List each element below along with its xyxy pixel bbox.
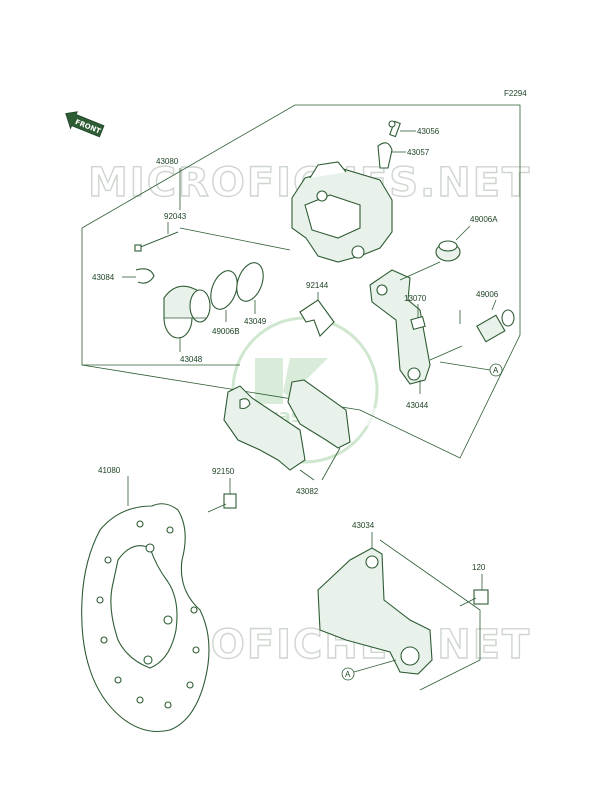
pin-clip <box>122 268 155 284</box>
part-label-120: 120 <box>472 563 486 572</box>
caliper-mount-bracket <box>317 532 481 691</box>
piston-seal <box>236 262 264 314</box>
bracket-bolt <box>459 574 489 607</box>
reference-marker-lower-label: A <box>345 670 351 679</box>
part-label-13070: 13070 <box>404 294 427 303</box>
reference-marker-upper-label: A <box>493 366 499 375</box>
brake-piston <box>163 285 211 352</box>
brake-disc <box>81 476 210 733</box>
bleeder-cap <box>377 142 406 169</box>
pad-spring <box>299 292 335 337</box>
part-labels: 43056 43057 43080 92043 43084 49006A 921… <box>92 127 499 572</box>
part-label-43044: 43044 <box>406 401 429 410</box>
part-label-43057: 43057 <box>407 148 430 157</box>
part-label-92144: 92144 <box>306 281 329 290</box>
part-label-49006: 49006 <box>476 290 499 299</box>
bracket-boot <box>410 304 426 331</box>
slide-pin-boot-upper <box>435 225 471 262</box>
part-label-43049: 43049 <box>244 317 267 326</box>
part-label-43082: 43082 <box>296 487 319 496</box>
part-label-43080: 43080 <box>156 157 179 166</box>
part-label-49006A: 49006A <box>470 215 498 224</box>
part-label-43048: 43048 <box>180 355 203 364</box>
part-label-41080: 41080 <box>98 466 121 475</box>
part-label-49006B: 49006B <box>212 327 240 336</box>
part-label-43056: 43056 <box>417 127 440 136</box>
disc-bolt <box>207 478 237 513</box>
part-label-92150: 92150 <box>212 467 235 476</box>
slide-pin-boot-lower <box>476 299 515 343</box>
brake-caliper-body <box>291 161 393 263</box>
part-label-92043: 92043 <box>164 212 187 221</box>
dust-seal <box>210 270 238 322</box>
caliper-pin <box>134 222 291 252</box>
caliper-bracket <box>369 261 463 394</box>
brake-pad-set <box>223 379 351 481</box>
front-direction-arrow: FRONT <box>65 111 105 138</box>
reference-marker-lower: A <box>341 659 397 681</box>
bleeder-valve <box>388 120 416 138</box>
leader-lines <box>179 168 461 324</box>
part-label-43034: 43034 <box>352 521 375 530</box>
part-label-43084: 43084 <box>92 273 115 282</box>
reference-marker-upper: A <box>439 361 503 377</box>
figure-code: F2294 <box>504 89 527 98</box>
